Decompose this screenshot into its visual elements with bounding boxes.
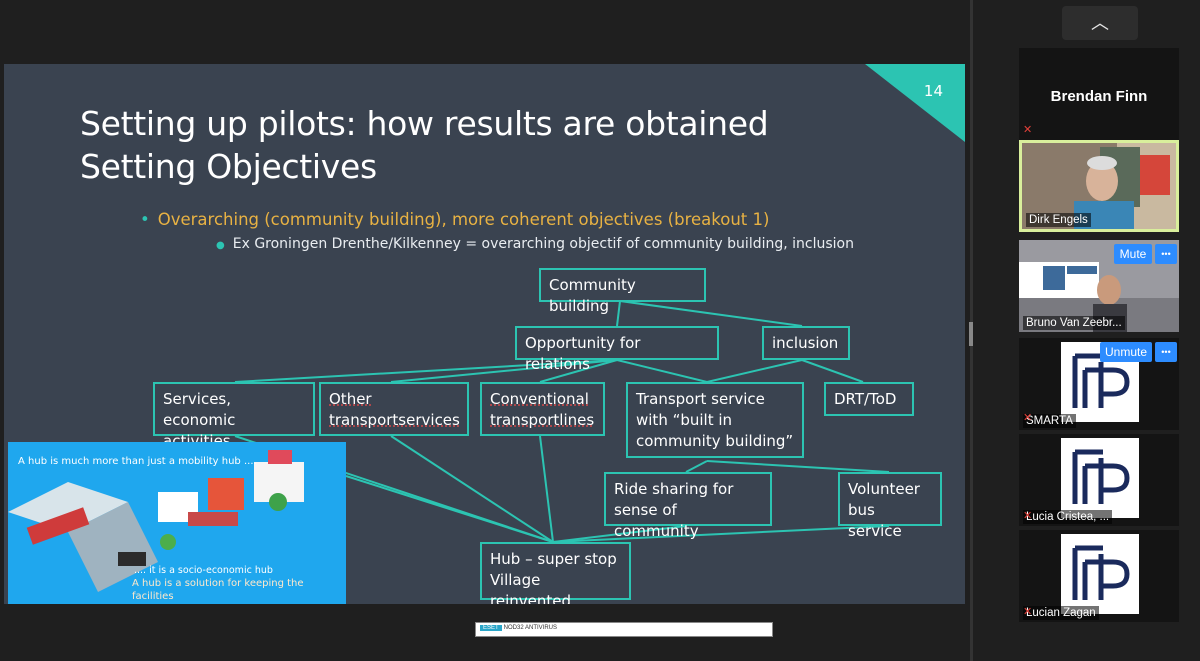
participant-tile-lucian-zagan[interactable]: Lucian Zagan ✕ bbox=[1019, 530, 1179, 622]
slide-title-line2: Setting Objectives bbox=[80, 147, 377, 186]
slide-title: Setting up pilots: how results are obtai… bbox=[80, 102, 769, 188]
eset-text: NOD32 ANTIVIRUS bbox=[503, 625, 558, 631]
mute-button[interactable]: Mute bbox=[1114, 244, 1152, 264]
logo-graphic-icon bbox=[1072, 353, 1130, 408]
box-community-building: Community building bbox=[539, 268, 706, 315]
participant-tile-smarta[interactable]: SMARTA ✕ bbox=[1019, 338, 1179, 430]
box-hub-super-stop: Hub – super stop Village reinvented bbox=[480, 542, 631, 604]
eset-logo: ESET bbox=[480, 625, 502, 631]
box-services-economic-activities: Services, economic activities bbox=[153, 382, 315, 450]
presentation-slide: 14 Setting up pilots: how results are ob… bbox=[4, 64, 965, 604]
participant-name: Lucian Zagan bbox=[1023, 606, 1099, 620]
box-other-transportservices: Other transportservices bbox=[319, 382, 469, 436]
participant-tile-lucia-cristea[interactable]: Lucia Cristea, ... ✕ bbox=[1019, 434, 1179, 526]
unmute-button[interactable]: Unmute bbox=[1100, 342, 1152, 362]
participant-name: Lucia Cristea, ... bbox=[1023, 510, 1113, 524]
participant-tile-bruno[interactable]: Bruno Van Zeebr... bbox=[1019, 240, 1179, 332]
collapse-participants-button[interactable]: ︿ bbox=[1062, 6, 1138, 40]
logo-graphic-icon bbox=[1072, 545, 1130, 600]
more-options-button[interactable]: ••• bbox=[1155, 342, 1177, 362]
hub-caption-2: .... it is a socio-economic hub bbox=[134, 565, 273, 576]
box-opportunity-for-relations: Opportunity for relations bbox=[515, 326, 719, 373]
more-options-button[interactable]: ••• bbox=[1155, 244, 1177, 264]
bullet-level1: •Overarching (community building), more … bbox=[140, 210, 770, 229]
participant-name: SMARTA bbox=[1023, 414, 1076, 428]
hub-caption-3: A hub is a solution for keeping the faci… bbox=[132, 578, 304, 602]
box-conventional-transportlines: Conventional transportlines bbox=[480, 382, 605, 436]
box-transport-service-community: Transport service with “built in communi… bbox=[626, 382, 804, 458]
participant-logo-icon bbox=[1061, 438, 1139, 518]
chevron-up-icon: ︿ bbox=[1091, 13, 1109, 33]
box-inclusion: inclusion bbox=[762, 326, 850, 360]
shared-screen-area: 14 Setting up pilots: how results are ob… bbox=[4, 64, 965, 637]
muted-mic-icon: ✕ bbox=[1023, 606, 1033, 618]
participant-name: Bruno Van Zeebr... bbox=[1023, 316, 1125, 330]
participant-tile-dirk-engels[interactable]: Dirk Engels bbox=[1019, 140, 1179, 232]
logo-graphic-icon bbox=[1072, 449, 1130, 504]
diagram-connectors bbox=[234, 300, 890, 543]
participant-name: Brendan Finn bbox=[1050, 88, 1148, 105]
slide-page-number: 14 bbox=[923, 82, 943, 100]
box-volunteer-bus-service: Volunteer bus service bbox=[838, 472, 942, 540]
muted-mic-icon: ✕ bbox=[1023, 124, 1033, 136]
hub-illustration: A hub is much more than just a mobility … bbox=[8, 442, 346, 604]
muted-mic-icon: ✕ bbox=[1023, 510, 1033, 522]
hub-caption-1: A hub is much more than just a mobility … bbox=[18, 456, 257, 467]
bullet-level2-text: Ex Groningen Drenthe/Kilkenney = overarc… bbox=[232, 236, 854, 252]
bullet-level1-text: Overarching (community building), more c… bbox=[157, 210, 770, 229]
slide-title-line1: Setting up pilots: how results are obtai… bbox=[80, 104, 769, 143]
participant-logo-icon bbox=[1061, 534, 1139, 614]
participant-name: Dirk Engels bbox=[1026, 213, 1091, 227]
muted-mic-icon: ✕ bbox=[1023, 412, 1033, 424]
city-illustration-icon bbox=[8, 450, 304, 592]
slide-corner-accent bbox=[865, 64, 965, 142]
box-ride-sharing: Ride sharing for sense of community bbox=[604, 472, 772, 540]
participant-tile-brendan-finn[interactable]: Brendan Finn ✕ bbox=[1019, 48, 1179, 140]
bullet-level2: ●Ex Groningen Drenthe/Kilkenney = overar… bbox=[216, 236, 854, 252]
panel-resize-handle[interactable] bbox=[969, 322, 973, 346]
box-drt-tod: DRT/ToD bbox=[824, 382, 914, 416]
